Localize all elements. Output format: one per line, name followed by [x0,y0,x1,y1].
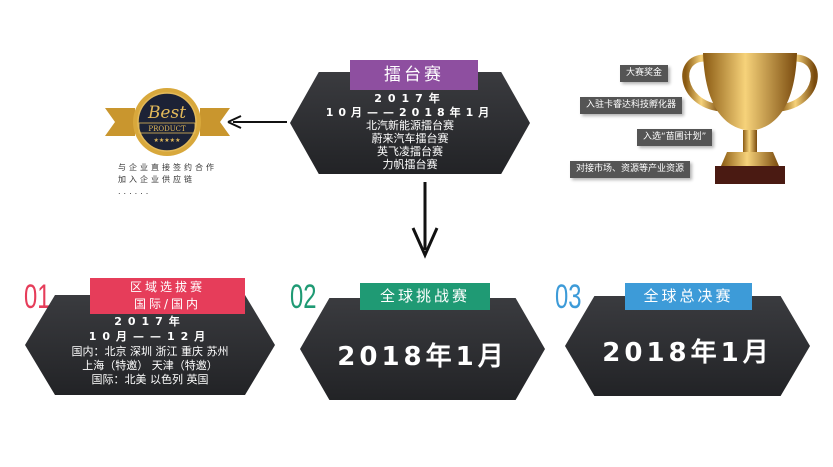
badge-line: 加入企业供应链 [118,175,195,184]
reward-tag: 对接市场、资源等产业资源 [570,161,691,178]
badge-line: 与企业直接签约合作 [118,163,217,172]
stage-detail: 国内：北京 深圳 浙江 重庆 苏州 [71,345,229,358]
top-item: 蔚来汽车擂台赛 [371,132,449,145]
stage-2-hexagon: 2018年1月 [300,298,545,400]
stage-date: 2018年1月 [337,342,508,372]
arrow-down-icon [411,182,439,259]
best-product-badge: Best PRODUCT ★★★★★ [105,88,230,156]
top-item: 力帆擂台赛 [382,158,438,171]
stage-2-label: 全球挑战赛 [360,283,490,310]
svg-text:Best: Best [147,103,186,123]
top-label: 擂台赛 [350,60,478,90]
top-range: 10月——2018年1月 [325,106,495,119]
stage-number: 02 [290,278,317,316]
arrow-left-icon [227,115,287,129]
stage-range: 10月——12月 [88,330,212,343]
top-year: 2017年 [374,92,446,105]
stage-date: 2018年1月 [602,338,773,368]
svg-text:PRODUCT: PRODUCT [148,125,186,133]
stage-3-label: 全球总决赛 [625,283,752,310]
badge-line: ...... [118,187,152,196]
trophy-icon [682,53,818,184]
stage-number: 03 [555,278,582,316]
label-line: 区域选拔赛 [129,280,205,294]
reward-tag: 大赛奖金 [620,65,669,82]
stage-detail: 上海（特邀） 天津（特邀） [82,359,218,372]
stage-year: 2017年 [114,315,186,328]
svg-text:★★★★★: ★★★★★ [154,137,181,144]
stage-number: 01 [24,278,51,316]
top-item: 英飞凌擂台赛 [377,145,443,158]
reward-tag: 入选“苗圃计划” [637,129,713,146]
stage-1-label: 区域选拔赛 国际/国内 [90,278,245,314]
top-item: 北汽新能源擂台赛 [366,119,454,132]
label-line: 国际/国内 [133,297,202,311]
stage-3-hexagon: 2018年1月 [565,296,810,396]
stage-detail: 国际：北美 以色列 英国 [91,373,209,386]
reward-tag: 入驻卡睿达科技孵化器 [580,97,683,114]
